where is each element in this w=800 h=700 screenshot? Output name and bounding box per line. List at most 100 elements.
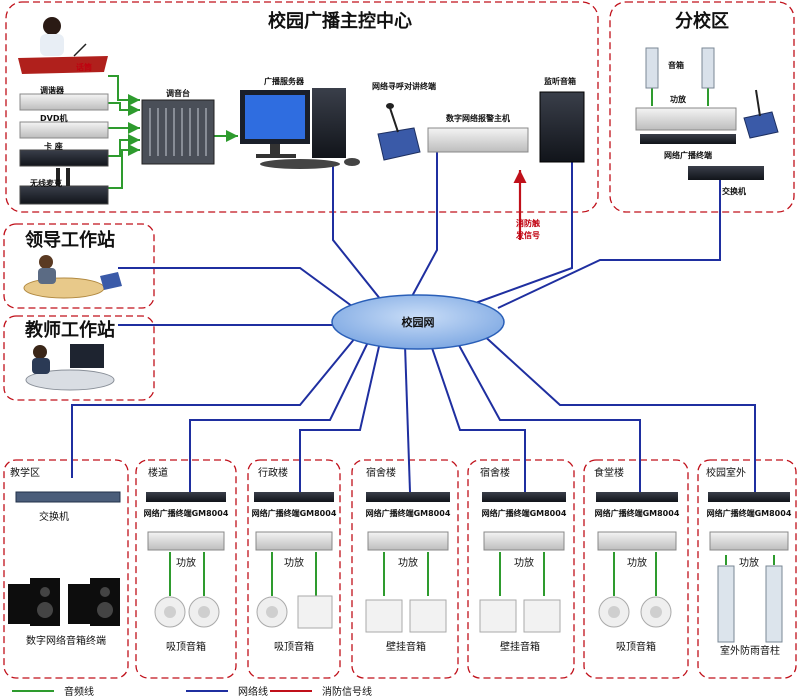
zone-title-1: 楼道: [148, 466, 168, 479]
zone-speaker-label-1: 吸顶音箱: [166, 640, 206, 653]
zone-terminal-label-6: 网络广播终端GM8004: [707, 508, 792, 518]
branch-switch-label: 交换机: [722, 186, 746, 196]
campus-network-cloud: [331, 294, 505, 350]
zone-amp-label-4: 功放: [514, 556, 534, 569]
leader-station-title: 领导工作站: [25, 229, 115, 251]
zone-terminal-icon-4: [482, 492, 566, 502]
zone-amplifier-icon-3: [367, 531, 449, 551]
zone-amplifier-icon-6: [709, 531, 789, 551]
zone-speaker-label-3: 壁挂音箱: [386, 640, 426, 653]
cassette-deck-icon: [19, 149, 109, 167]
control-center-region: [5, 1, 599, 213]
zone-title-4: 宿舍楼: [480, 466, 510, 479]
zone-speaker-icon-2: [256, 595, 333, 629]
legend-fire-label: 消防信号线: [322, 685, 372, 698]
zone-terminal-label-3: 网络广播终端GM8004: [366, 508, 451, 518]
zone-speaker-icon-5: [598, 596, 672, 628]
alarm-host-icon: [427, 127, 529, 153]
zone-region-4: [467, 459, 575, 679]
zone-terminal-icon-1: [146, 492, 226, 502]
zone-region-0: [3, 459, 129, 679]
branch-amp-label: 功放: [670, 94, 687, 104]
legend-network-label: 网络线: [238, 685, 268, 698]
zone-amp-label-6: 功放: [739, 556, 759, 569]
legend-audio-label: 音频线: [64, 685, 94, 698]
zone-amp-label-3: 功放: [398, 556, 418, 569]
zone-title-0: 教学区: [10, 466, 40, 479]
audio-lines: [108, 75, 775, 596]
control-center-title: 校园广播主控中心: [268, 10, 412, 32]
tuner-icon: [19, 93, 109, 111]
zone-amplifier-icon-4: [483, 531, 565, 551]
zone-title-3: 宿舍楼: [366, 466, 396, 479]
alarm-host-label: 数字网络报警主机: [446, 113, 510, 123]
campus-network-label: 校园网: [402, 315, 435, 329]
zone-title-5: 食堂楼: [594, 466, 624, 479]
zone-region-3: [351, 459, 459, 679]
zone-speaker-label-5: 吸顶音箱: [616, 640, 656, 653]
zone-switch-icon: [15, 491, 121, 503]
branch-campus-region: [609, 1, 795, 213]
zone-region-1: [135, 459, 237, 679]
zone-switch-label: 交换机: [39, 510, 69, 523]
fire-trigger-line-1: 消防触: [516, 218, 540, 228]
zone-amp-label-5: 功放: [627, 556, 647, 569]
zone-speaker-icon-3: [365, 599, 447, 633]
fire-trigger-line-2: 发信号: [515, 230, 540, 240]
dvd-player-icon: [19, 121, 109, 139]
zone-terminal-icon-5: [596, 492, 678, 502]
branch-amplifier-icon: [635, 107, 737, 131]
source-label-0: 话筒: [76, 62, 92, 72]
zone-title-2: 行政楼: [258, 466, 288, 479]
teacher-desk-icon: [25, 344, 115, 391]
branch-terminal-label: 网络广播终端: [664, 150, 712, 160]
wireless-mic-icon: [19, 168, 109, 205]
zone-terminal-label-2: 网络广播终端GM8004: [252, 508, 337, 518]
zone-region-6: [697, 459, 797, 679]
zone-speaker-icon-1: [154, 596, 220, 628]
intercom-label: 网络寻呼对讲终端: [372, 81, 436, 91]
fire-trigger-label: 消防触发信号: [515, 218, 540, 240]
source-label-4: 无线麦克: [29, 178, 62, 188]
zone-speaker-label-0: 数字网络音箱终端: [26, 634, 106, 647]
branch-intercom-icon: [743, 89, 779, 139]
zone-terminal-icon-2: [254, 492, 334, 502]
legend: 音频线 网络线 消防信号线: [12, 685, 372, 698]
microphone-desk-icon: [18, 17, 108, 74]
teacher-station-region: [3, 315, 155, 401]
branch-title: 分校区: [675, 10, 729, 32]
network-speaker-terminal-icon: [8, 578, 120, 626]
zone-terminal-icon-3: [366, 492, 450, 502]
zone-speaker-label-2: 吸顶音箱: [274, 640, 314, 653]
intercom-terminal-icon: [377, 103, 421, 161]
zone-terminal-label-4: 网络广播终端GM8004: [482, 508, 567, 518]
zone-amp-label-1: 功放: [176, 556, 196, 569]
zone-region-2: [247, 459, 341, 679]
zone-amplifier-icon-5: [597, 531, 677, 551]
zone-amplifier-icon-2: [255, 531, 333, 551]
zone-speaker-icon-4: [479, 599, 561, 633]
branch-terminal-icon: [640, 134, 736, 144]
zone-amp-label-2: 功放: [284, 556, 304, 569]
branch-speaker-right-icon: [701, 47, 715, 89]
branch-speaker-left-icon: [645, 47, 659, 89]
zone-speaker-label-4: 壁挂音箱: [500, 640, 540, 653]
server-pc-icon: [240, 88, 360, 169]
source-label-3: 卡 座: [44, 141, 63, 151]
branch-speaker-label: 音箱: [668, 60, 684, 70]
branch-switch-icon: [688, 166, 764, 180]
teacher-station-title: 教师工作站: [25, 319, 115, 341]
network-lines: [71, 152, 756, 493]
zone-region-5: [583, 459, 689, 679]
zone-terminal-label-5: 网络广播终端GM8004: [595, 508, 680, 518]
zone-terminal-label-1: 网络广播终端GM8004: [144, 508, 229, 518]
monitor-label: 监听音箱: [544, 76, 576, 86]
mixer-icon: [141, 99, 215, 165]
zone-speaker-label-6: 室外防雨音柱: [720, 644, 780, 657]
server-label: 广播服务器: [264, 76, 305, 86]
leader-station-region: [3, 223, 155, 309]
zone-title-6: 校园室外: [706, 466, 746, 479]
leader-desk-icon: [23, 255, 122, 299]
source-label-1: 调谐器: [40, 85, 65, 95]
